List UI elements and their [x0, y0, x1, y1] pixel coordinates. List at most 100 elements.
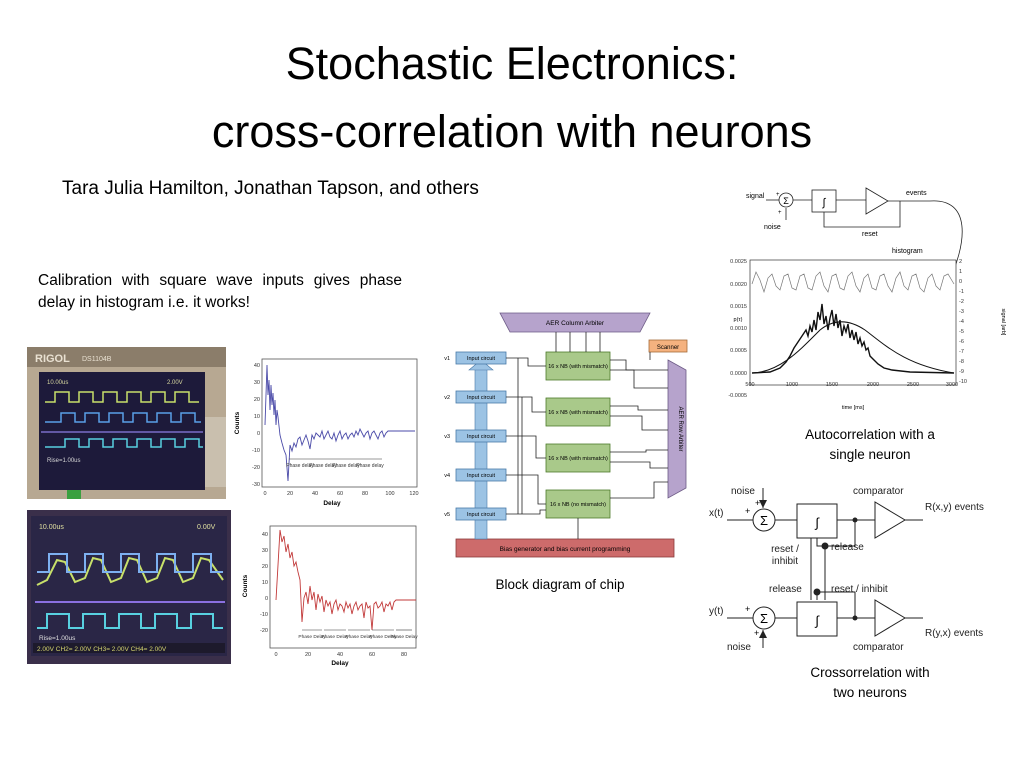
auto-ltick: 0.0020	[730, 282, 747, 288]
hb-ytick: 10	[262, 580, 268, 586]
hb-phase: Phase Delay	[390, 634, 418, 640]
hb-xlabel: Delay	[331, 660, 349, 667]
auto-signal-label: signal	[746, 193, 765, 200]
auto-xlabel: time [ms]	[842, 405, 865, 411]
ht-ytick: 40	[254, 363, 260, 369]
auto-rtick: -6	[959, 339, 964, 345]
ht-phase: Phase delay	[286, 463, 314, 469]
caption-autocorrelation: Autocorrelation with a single neuron	[760, 425, 980, 465]
svg-text:+: +	[745, 506, 750, 516]
auto-p-label: p(τ)	[734, 317, 743, 323]
scope-brand: RIGOL	[35, 353, 70, 365]
svg-text:∫: ∫	[821, 197, 826, 209]
cross-reset-inhibit-right: reset / inhibit	[831, 584, 888, 595]
svg-text:+: +	[755, 498, 760, 508]
hb-xtick: 0	[274, 652, 277, 658]
ht-ytick: -10	[252, 448, 260, 454]
auto-ltick: 0.0000	[730, 371, 747, 377]
caption-cross-line2: two neurons	[833, 685, 907, 700]
scope-readout-top: 2.00V	[167, 380, 183, 386]
caption-auto-line1: Autocorrelation with a	[805, 427, 935, 442]
slide-title: Stochastic Electronics: cross-correlatio…	[0, 30, 1024, 166]
histogram-top: 40 30 20 10 0 -10 -20 -30 Counts 0 20 40…	[232, 355, 422, 510]
hb-xtick: 80	[401, 652, 407, 658]
caption-cross-line1: Crossorrelation with	[810, 665, 930, 680]
scope-rise-bottom: Rise=1.00us	[39, 635, 76, 642]
hb-ylabel: Counts	[242, 574, 249, 597]
ht-ytick: -30	[252, 482, 260, 488]
auto-ltick: 0.0015	[730, 304, 747, 310]
oscilloscope-photo-bottom: 10.00us 0.00V Rise=1.00us 2.00V CH2= 2.0…	[27, 510, 231, 664]
column-arbiter-label: AER Column Arbiter	[546, 320, 605, 327]
ht-ytick: 0	[257, 431, 260, 437]
ht-phase: Phase delay	[309, 463, 337, 469]
ht-ytick: 30	[254, 380, 260, 386]
auto-rtick: -2	[959, 299, 964, 305]
ht-ytick: 10	[254, 414, 260, 420]
ht-phase: Phase delay	[356, 463, 384, 469]
title-line-1: Stochastic Electronics:	[285, 38, 739, 89]
auto-ltick: -0.0005	[728, 393, 747, 399]
autocorrelation-figure: signal noise Σ + + ∫ events reset histog…	[720, 180, 1020, 415]
ht-ytick: -20	[252, 465, 260, 471]
input-circuit-3: Input circuit	[467, 434, 496, 440]
cross-release-top: release	[831, 542, 864, 553]
ht-xtick: 0	[263, 491, 266, 497]
hb-ytick: 20	[262, 564, 268, 570]
auto-rtick: 1	[959, 269, 962, 275]
scope-timebase-bottom: 10.00us	[39, 524, 64, 531]
hb-ytick: 0	[265, 596, 268, 602]
hb-ytick: -10	[260, 612, 268, 618]
ht-ytick: 20	[254, 397, 260, 403]
ht-xtick: 100	[385, 491, 394, 497]
svg-text:Σ: Σ	[783, 196, 789, 206]
input-v2: v2	[444, 395, 450, 401]
input-v5: v5	[444, 512, 450, 518]
ht-xtick: 120	[409, 491, 418, 497]
auto-xtick: 2000	[867, 382, 879, 388]
nb-block-3: 16 x NB (with mismatch)	[548, 456, 608, 462]
svg-text:∫: ∫	[814, 613, 820, 628]
svg-text:+: +	[745, 604, 750, 614]
ht-xtick: 80	[362, 491, 368, 497]
input-circuit-2: Input circuit	[467, 395, 496, 401]
caption-block-diagram: Block diagram of chip	[495, 577, 625, 592]
scope-bar-bottom: 2.00V CH2= 2.00V CH3= 2.00V CH4= 2.00V	[37, 646, 167, 653]
nb-block-2: 16 x NB (with mismatch)	[548, 410, 608, 416]
ht-phase: Phase delay	[332, 463, 360, 469]
auto-rtick: -5	[959, 329, 964, 335]
chip-block-diagram: AER Column Arbiter Scanner AER Row Arbit…	[438, 310, 690, 562]
input-v3: v3	[444, 434, 450, 440]
ht-xtick: 40	[312, 491, 318, 497]
nb-block-1: 16 x NB (with mismatch)	[548, 364, 608, 370]
hb-ytick: 40	[262, 532, 268, 538]
input-circuit-1: Input circuit	[467, 356, 496, 362]
scope-rise-top: Rise=1.00us	[47, 458, 81, 464]
svg-text:+: +	[778, 210, 782, 216]
scope-timebase-top: 10.00us	[47, 380, 68, 386]
scope-model: DS1104B	[82, 356, 112, 363]
hb-phase: Phase Delay	[321, 634, 349, 640]
auto-reset-label: reset	[862, 231, 878, 238]
svg-text:Σ: Σ	[760, 611, 768, 626]
auto-xtick: 3000	[946, 382, 958, 388]
hb-xtick: 40	[337, 652, 343, 658]
scope-readout-bottom: 0.00V	[197, 524, 216, 531]
cross-out-top: R(x,y) events	[925, 502, 984, 513]
caption-auto-line2: single neuron	[829, 447, 911, 462]
ht-ylabel: Counts	[234, 411, 241, 434]
hb-xtick: 60	[369, 652, 375, 658]
cross-reset-inhibit-left: reset / inhibit	[771, 544, 799, 567]
hb-xtick: 20	[305, 652, 311, 658]
auto-right-label: signal [arb]	[1000, 309, 1006, 336]
hb-phase: Phase Delay	[345, 634, 373, 640]
auto-rtick: -10	[959, 379, 967, 385]
input-circuit-5: Input circuit	[467, 512, 496, 518]
ht-xtick: 20	[287, 491, 293, 497]
auto-rtick: -3	[959, 309, 964, 315]
auto-xtick: 1500	[826, 382, 838, 388]
calibration-text: Calibration with square wave inputs give…	[38, 272, 402, 311]
auto-xtick: 1000	[786, 382, 798, 388]
svg-text:+: +	[776, 192, 780, 198]
auto-events-label: events	[906, 190, 927, 197]
